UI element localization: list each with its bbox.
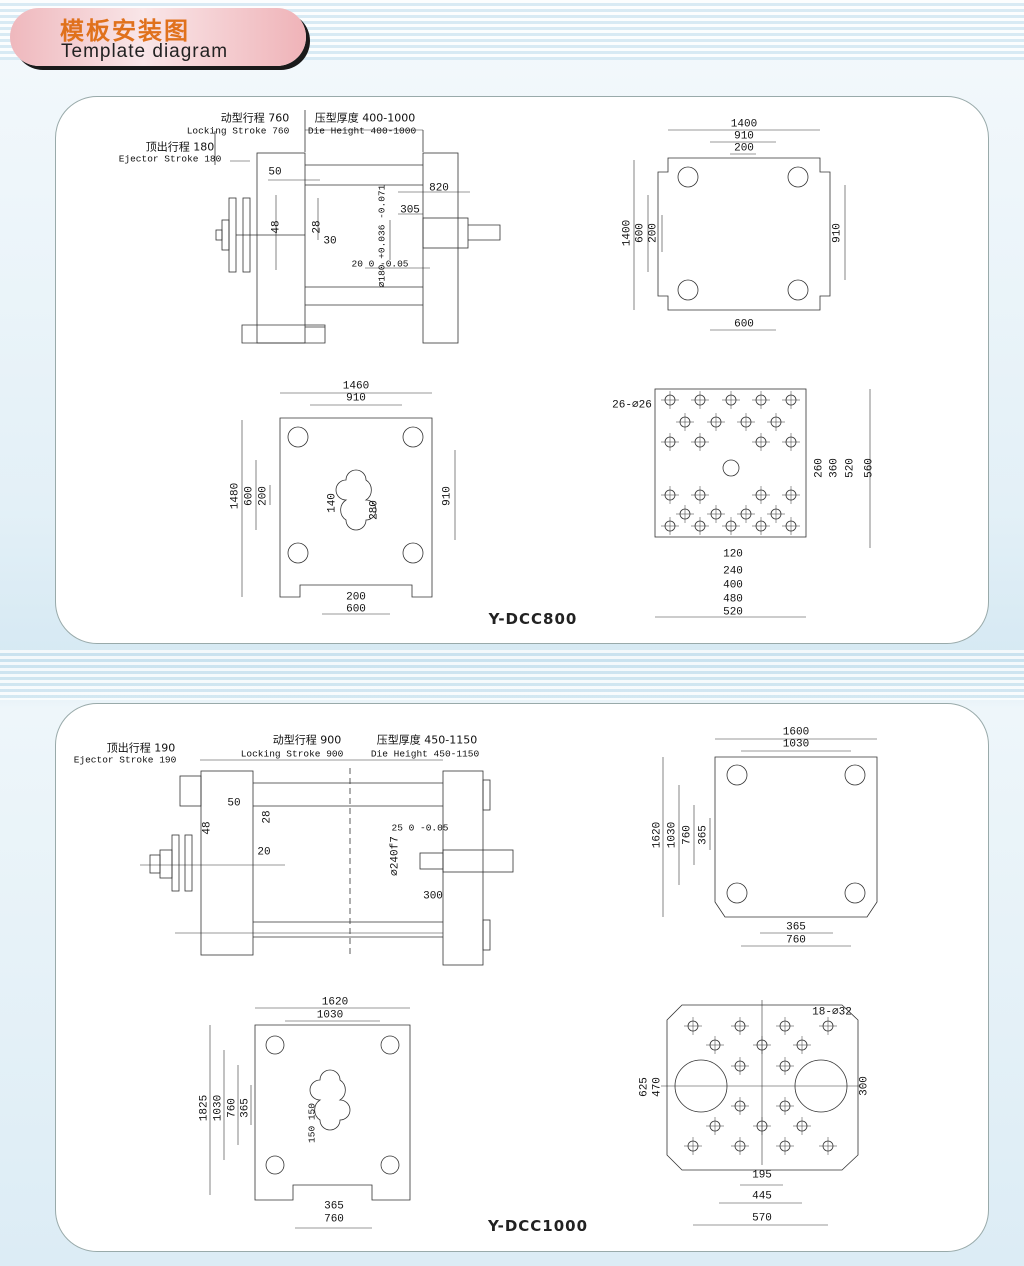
dim-label: 600 — [634, 223, 647, 243]
dim-label: 570 — [752, 1212, 772, 1225]
dim-label: 260 — [813, 458, 826, 478]
locking-stroke-en: Locking Stroke 760 — [186, 125, 290, 137]
dim-label: 365 — [324, 1200, 344, 1213]
die-height-cn: 压型厚度 450-1150 — [376, 733, 478, 747]
dim-label: 300 — [858, 1076, 871, 1096]
header-title-en: Template diagram — [61, 41, 229, 62]
dim-label: 820 — [429, 182, 449, 195]
ejector-stroke-cn: 顶出行程 190 — [106, 741, 176, 755]
dim-label: 910 — [441, 486, 454, 506]
dim-label: ∅240f7 — [389, 836, 402, 876]
dim-label: 20 — [257, 846, 271, 859]
dim-label: 760 — [324, 1213, 344, 1226]
die-height-en: Die Height 400-1000 — [307, 125, 417, 137]
page-header: 模板安装图 Template diagram — [10, 8, 306, 66]
y-dcc800-moving-platen — [241, 392, 456, 615]
panel-y-dcc1000 — [55, 703, 989, 1252]
dim-label: 910 — [831, 223, 844, 243]
y-dcc800-ejector-plate — [654, 388, 871, 618]
dim-label: 1030 — [666, 821, 679, 849]
header-title-cn: 模板安装图 — [60, 17, 190, 45]
dim-label: 200 — [257, 486, 270, 506]
y-dcc800-side-view — [214, 110, 501, 344]
y-dcc1000-fixed-platen — [662, 738, 878, 947]
dim-label: 28 — [311, 220, 324, 234]
dim-label: 1400 — [730, 118, 758, 131]
dim-label: 480 — [723, 593, 743, 606]
dim-label: 1030 — [782, 738, 810, 751]
dim-label: 195 — [752, 1169, 772, 1182]
locking-stroke-cn: 动型行程 760 — [220, 111, 290, 125]
panel-y-dcc800 — [55, 96, 989, 644]
ejector-stroke-cn: 顶出行程 180 — [145, 140, 215, 154]
dim-label: 48 — [201, 821, 214, 835]
dim-label: 150 150 — [306, 1103, 318, 1143]
dim-label: 25 0 -0.05 — [391, 822, 449, 834]
dim-label: 760 — [681, 825, 694, 845]
dim-label: 200 — [346, 591, 366, 604]
hole-spec-label: 26-∅26 — [612, 399, 652, 412]
dim-label: 365 — [786, 921, 806, 934]
dim-label: 240 — [723, 565, 743, 578]
dim-label: 600 — [243, 486, 256, 506]
dim-label: 50 — [268, 166, 282, 179]
die-height-en: Die Height 450-1150 — [370, 748, 480, 760]
dim-label: 1600 — [782, 726, 810, 739]
model-name: Y-DCC1000 — [487, 1217, 589, 1235]
dim-label: 520 — [844, 458, 857, 478]
dim-label: 305 — [400, 204, 420, 217]
dim-label: 600 — [346, 603, 366, 616]
hole-spec-label: 18-∅32 — [812, 1006, 852, 1019]
dim-label: 1030 — [316, 1009, 344, 1022]
dim-label: 120 — [723, 548, 743, 561]
die-height-cn: 压型厚度 400-1000 — [314, 111, 416, 125]
dim-label: 760 — [786, 934, 806, 947]
dim-label: 140 — [326, 493, 339, 513]
y-dcc1000-ejector-plate — [661, 1000, 861, 1226]
y-dcc1000-side-view — [140, 759, 514, 966]
dim-label: 760 — [226, 1098, 239, 1118]
dim-label: 200 — [734, 142, 754, 155]
dim-label: 560 — [863, 458, 876, 478]
dim-label: 520 — [723, 606, 743, 619]
dim-label: 200 — [647, 223, 660, 243]
dim-label: 28 — [261, 810, 274, 824]
background-stripes — [0, 650, 1024, 700]
dim-label: 1400 — [621, 219, 634, 247]
dim-label: 360 — [828, 458, 841, 478]
model-name: Y-DCC800 — [488, 610, 578, 628]
dim-label: 625 — [638, 1077, 651, 1097]
dim-label: 30 — [323, 235, 337, 248]
dim-label: ∅180 +0.036 -0.071 — [376, 184, 388, 288]
y-dcc800-fixed-platen — [633, 129, 846, 331]
dim-label: 1030 — [212, 1094, 225, 1122]
dim-label: 600 — [734, 318, 754, 331]
dim-label: 48 — [270, 220, 283, 234]
ejector-stroke-en: Ejector Stroke 190 — [73, 754, 177, 766]
ejector-stroke-en: Ejector Stroke 180 — [118, 153, 222, 165]
dim-label: 300 — [423, 890, 443, 903]
locking-stroke-en: Locking Stroke 900 — [240, 748, 344, 760]
locking-stroke-cn: 动型行程 900 — [272, 733, 342, 747]
dim-label: 20 0 -0.05 — [351, 258, 409, 270]
dim-label: 1620 — [321, 996, 349, 1009]
dim-label: 365 — [239, 1098, 252, 1118]
dim-label: 400 — [723, 579, 743, 592]
dim-label: 445 — [752, 1190, 772, 1203]
dim-label: 470 — [651, 1077, 664, 1097]
dim-label: 1480 — [229, 482, 242, 510]
dim-label: 1460 — [342, 380, 370, 393]
dim-label: 1825 — [198, 1094, 211, 1122]
dim-label: 365 — [697, 825, 710, 845]
dim-label: 1620 — [651, 821, 664, 849]
dim-label: 910 — [346, 392, 366, 405]
dim-label: 910 — [734, 130, 754, 143]
dim-label: 50 — [227, 797, 241, 810]
y-dcc1000-moving-platen — [209, 1007, 411, 1229]
dim-label: 280 — [368, 500, 381, 520]
